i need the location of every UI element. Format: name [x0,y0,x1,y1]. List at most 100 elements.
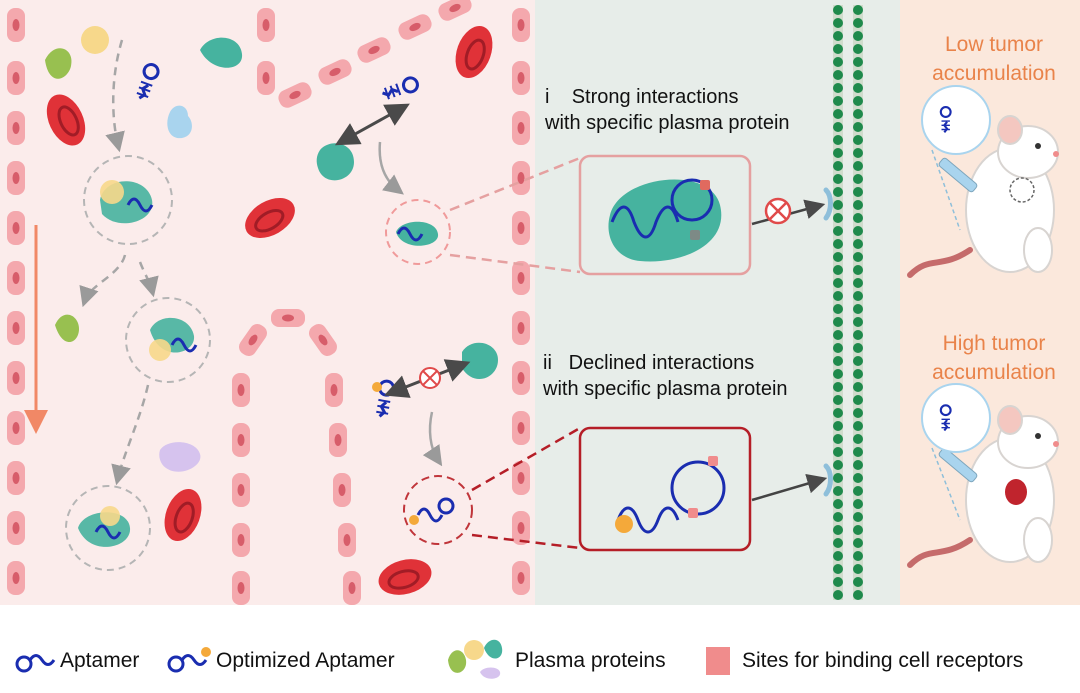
membrane-lipid [833,343,843,353]
membrane-lipid [833,122,843,132]
membrane-lipid [833,83,843,93]
membrane-lipid [833,57,843,67]
membrane-lipid [833,304,843,314]
membrane-lipid [853,70,863,80]
legend-binding-sites-label: Sites for binding cell receptors [742,649,1024,672]
membrane-lipid [853,239,863,249]
membrane-lipid [853,265,863,275]
membrane-lipid [853,5,863,15]
membrane-lipid [853,135,863,145]
membrane-lipid [833,174,843,184]
cell-membrane [833,5,863,600]
outcome-high-line1: High tumor [942,332,1046,355]
membrane-lipid [853,291,863,301]
legend-aptamer-icon [15,655,33,673]
membrane-lipid [853,200,863,210]
membrane-lipid [833,291,843,301]
membrane-lipid [833,252,843,262]
membrane-lipid [833,200,843,210]
legend-plasma-proteins-icon [448,639,503,679]
legend-aptamer-label: Aptamer [60,649,140,672]
membrane-lipid [833,330,843,340]
membrane-lipid [833,382,843,392]
legend-optimized-aptamer-icon [167,655,185,673]
membrane-lipid [833,278,843,288]
membrane-lipid [853,486,863,496]
membrane-lipid [853,83,863,93]
aptamers-free [133,61,421,420]
membrane-lipid [853,304,863,314]
membrane-lipid [833,213,843,223]
membrane-lipid [853,434,863,444]
aptamer-protein-complexes [65,155,473,571]
membrane-lipid [833,499,843,509]
membrane-lipid [853,174,863,184]
membrane-lipid [833,356,843,366]
membrane-lipid [833,135,843,145]
membrane-lipid [833,551,843,561]
membrane-lipid [833,460,843,470]
plasma-proteins-free [45,26,498,472]
membrane-lipid [853,122,863,132]
membrane-lipid [833,447,843,457]
membrane-lipid [853,460,863,470]
membrane-lipid [853,18,863,28]
membrane-lipid [853,252,863,262]
membrane-lipid [853,96,863,106]
outcome-low-line2: accumulation [932,62,1056,85]
process-arrows [79,39,159,486]
membrane-lipid [833,70,843,80]
membrane-lipid [853,317,863,327]
zoom-box-strong [578,154,826,276]
membrane-lipid [853,356,863,366]
mouse-high [910,383,1059,565]
zoom-box-declined [578,426,828,552]
panel-i-subtitle: with specific plasma protein [545,112,790,134]
membrane-lipid [833,434,843,444]
membrane-lipid [853,278,863,288]
panel-ii-title: ii Declined interactions [543,352,755,374]
membrane-lipid [853,109,863,119]
membrane-lipid [853,161,863,171]
membrane-lipid [833,564,843,574]
legend-icons [15,639,730,679]
membrane-lipid [833,590,843,600]
legend-binding-site-icon [706,647,730,675]
membrane-lipid [853,395,863,405]
membrane-lipid [853,213,863,223]
membrane-lipid [833,96,843,106]
membrane-lipid [853,551,863,561]
legend-plasma-proteins-label: Plasma proteins [515,649,666,672]
mouse-low [910,85,1059,275]
panel-ii-subtitle: with specific plasma protein [543,378,788,400]
membrane-lipid [833,109,843,119]
panel-i-title: i Strong interactions [545,86,739,108]
membrane-lipid [853,564,863,574]
membrane-lipid [833,31,843,41]
membrane-lipid [833,408,843,418]
membrane-lipid [853,382,863,392]
membrane-lipid [833,18,843,28]
membrane-lipid [833,538,843,548]
membrane-lipid [833,239,843,249]
receptors [823,187,833,497]
membrane-lipid [853,31,863,41]
membrane-lipid [833,5,843,15]
membrane-lipid [853,512,863,522]
membrane-lipid [833,317,843,327]
membrane-lipid [853,148,863,158]
membrane-lipid [833,421,843,431]
membrane-lipid [853,408,863,418]
membrane-lipid [833,512,843,522]
membrane-lipid [853,538,863,548]
membrane-lipid [853,525,863,535]
membrane-lipid [833,395,843,405]
membrane-lipid [853,57,863,67]
membrane-lipid [853,499,863,509]
membrane-lipid [833,525,843,535]
membrane-lipid [853,44,863,54]
membrane-lipid [833,161,843,171]
membrane-lipid [853,447,863,457]
membrane-lipid [853,187,863,197]
